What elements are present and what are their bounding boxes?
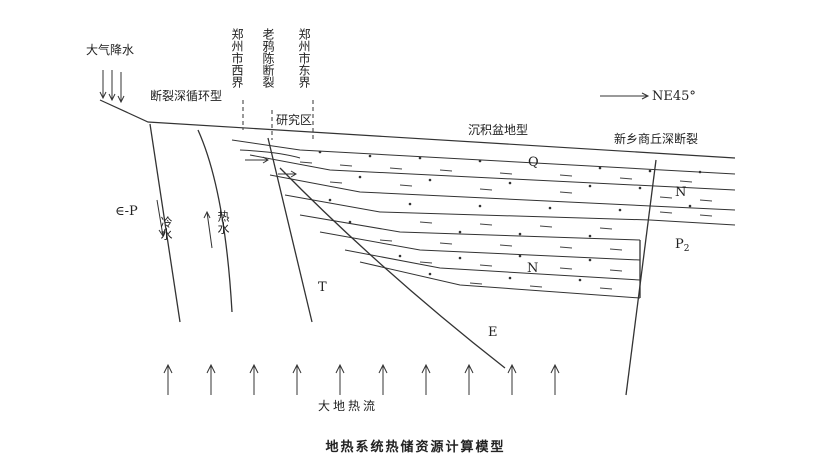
heat-flow-arrow <box>464 363 474 395</box>
basin-bottom-line <box>279 167 506 369</box>
water-flow-arrows <box>156 156 297 249</box>
precipitation-label: 大气降水 <box>86 42 134 57</box>
strata-t-label: T <box>318 280 327 295</box>
heat-flow-arrows <box>163 363 560 395</box>
heat-flow-arrow <box>206 363 216 395</box>
heat-flow-arrow <box>335 363 345 395</box>
cold-water-arrow <box>156 199 164 237</box>
strata-n-lower-label: N <box>527 261 538 276</box>
cold-water-label: 冷水 <box>159 216 173 240</box>
sediment-pattern <box>299 161 713 290</box>
fault-line-1 <box>149 123 181 323</box>
zhengzhou-east-boundary-label: 郑州市东界 <box>297 27 311 89</box>
fault-circulation-label: 断裂深循环型 <box>150 88 222 103</box>
ground-surface <box>99 99 736 159</box>
precipitation-arrows <box>99 70 125 104</box>
laoyawo-fault-line <box>267 137 313 323</box>
direction-arrow <box>600 92 650 100</box>
heat-flow-arrow <box>421 363 431 395</box>
xinxiang-fault-label: 新乡商丘深断裂 <box>614 131 698 146</box>
heat-flow-label: 大地热流 <box>318 399 378 413</box>
heat-flow-arrow <box>292 363 302 395</box>
strata-n-upper-label: N <box>675 185 686 200</box>
strata-e-label: E <box>488 325 498 340</box>
strata-p2-label: P2 <box>675 237 689 254</box>
heat-flow-arrow <box>249 363 259 395</box>
heat-flow-arrow <box>378 363 388 395</box>
laoyawo-fault-label: 老鸦陈断裂 <box>261 28 275 88</box>
basin-type-label: 沉积盆地型 <box>468 123 528 137</box>
sediment-layers <box>231 139 736 299</box>
geothermal-model-diagram: 大气降水 断裂深循环型 郑州市西界 老鸦陈断裂 郑州市东界 研究区 沉积盆地型 … <box>86 27 736 413</box>
figure-caption: 地热系统热储资源计算模型 <box>325 440 506 455</box>
sediment-dots <box>318 150 702 282</box>
strata-cambrian-permian-label: ∈-P <box>115 204 138 219</box>
heat-flow-arrow <box>507 363 517 395</box>
strata-q-label: Q <box>528 155 539 170</box>
direction-label: NE45° <box>652 89 696 104</box>
fault-line-2 <box>197 129 233 313</box>
heat-flow-arrow <box>163 363 173 395</box>
boundary-markers <box>242 100 314 140</box>
hot-water-label: 热水 <box>216 210 230 234</box>
faults <box>149 123 657 396</box>
xinxiang-fault-line <box>625 159 657 396</box>
hot-water-arrow <box>206 211 213 249</box>
study-area-label: 研究区 <box>276 112 312 127</box>
zhengzhou-west-boundary-label: 郑州市西界 <box>230 27 244 89</box>
heat-flow-arrow <box>550 363 560 395</box>
